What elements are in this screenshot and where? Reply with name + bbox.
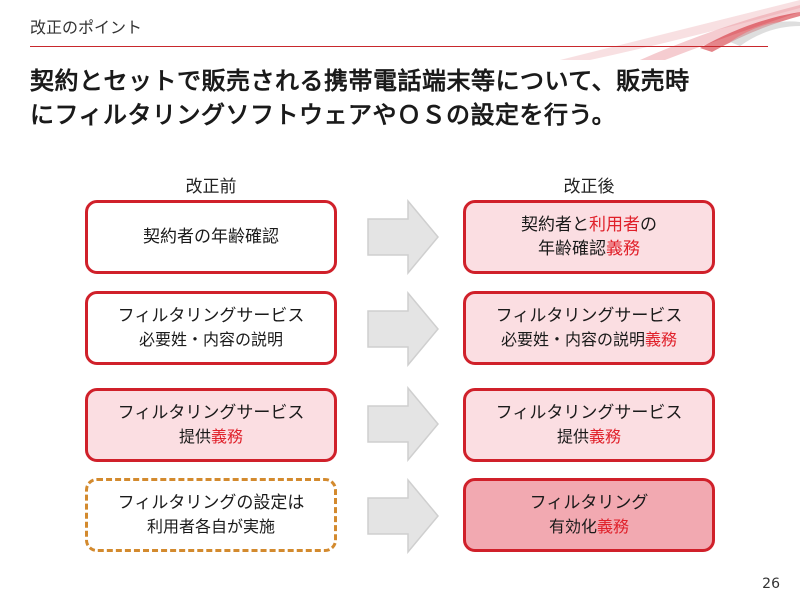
box-line: 年齢確認義務 xyxy=(538,237,640,261)
box-line: フィルタリングの設定は xyxy=(117,493,305,513)
column-header-before: 改正前 xyxy=(185,177,237,197)
box-line: フィルタリングサービス xyxy=(495,403,683,423)
after-box-provision: フィルタリングサービス 提供義務 xyxy=(463,388,715,462)
text-highlight: 義務 xyxy=(645,330,678,349)
box-line: フィルタリングサービス xyxy=(117,306,305,326)
before-box-explanation: フィルタリングサービス 必要姓・内容の説明 xyxy=(85,291,337,365)
text-plain: 契約者と xyxy=(521,215,589,235)
text-highlight: 義務 xyxy=(606,239,640,259)
text-plain: 提供 xyxy=(178,427,211,446)
box-line: フィルタリングサービス xyxy=(117,403,305,423)
box-line: 契約者の年齢確認 xyxy=(143,227,279,247)
box-line: 利用者各自が実施 xyxy=(146,517,275,536)
text-highlight: 利用者 xyxy=(589,215,640,235)
header-rule xyxy=(30,46,768,47)
before-box-age-check: 契約者の年齢確認 xyxy=(85,200,337,274)
right-arrow-icon xyxy=(367,386,439,462)
box-line: 有効化義務 xyxy=(549,515,629,539)
before-box-provision: フィルタリングサービス 提供義務 xyxy=(85,388,337,462)
text-highlight: 義務 xyxy=(597,517,630,536)
right-arrow-icon xyxy=(367,199,439,275)
box-line: 提供義務 xyxy=(179,425,243,449)
after-box-activation: フィルタリング 有効化義務 xyxy=(463,478,715,552)
text-highlight: 義務 xyxy=(211,427,244,446)
box-line: 契約者と利用者の xyxy=(521,213,657,237)
text-highlight: 義務 xyxy=(589,427,622,446)
right-arrow-icon xyxy=(367,478,439,554)
box-line: フィルタリング xyxy=(529,493,649,513)
section-label: 改正のポイント xyxy=(30,18,143,37)
box-line: 提供義務 xyxy=(557,425,621,449)
title-line-2: にフィルタリングソフトウェアやＯＳの設定を行う。 xyxy=(30,101,617,129)
text-plain: の xyxy=(640,215,657,235)
box-line: フィルタリングサービス xyxy=(495,306,683,326)
box-line: 必要姓・内容の説明義務 xyxy=(501,328,677,352)
after-box-explanation: フィルタリングサービス 必要姓・内容の説明義務 xyxy=(463,291,715,365)
box-line: 必要姓・内容の説明 xyxy=(138,330,283,349)
text-plain: 年齢確認 xyxy=(538,239,606,259)
title-line-1: 契約とセットで販売される携帯電話端末等について、販売時 xyxy=(30,67,690,95)
before-box-settings: フィルタリングの設定は 利用者各自が実施 xyxy=(85,478,337,552)
page-number: 26 xyxy=(762,576,780,592)
text-plain: 提供 xyxy=(556,427,589,446)
text-plain: 有効化 xyxy=(548,517,597,536)
text-plain: 必要姓・内容の説明 xyxy=(500,330,645,349)
column-header-after: 改正後 xyxy=(563,177,615,197)
after-box-age-check: 契約者と利用者の 年齢確認義務 xyxy=(463,200,715,274)
page-title: 契約とセットで販売される携帯電話端末等について、販売時 にフィルタリングソフトウ… xyxy=(30,64,780,132)
right-arrow-icon xyxy=(367,291,439,367)
